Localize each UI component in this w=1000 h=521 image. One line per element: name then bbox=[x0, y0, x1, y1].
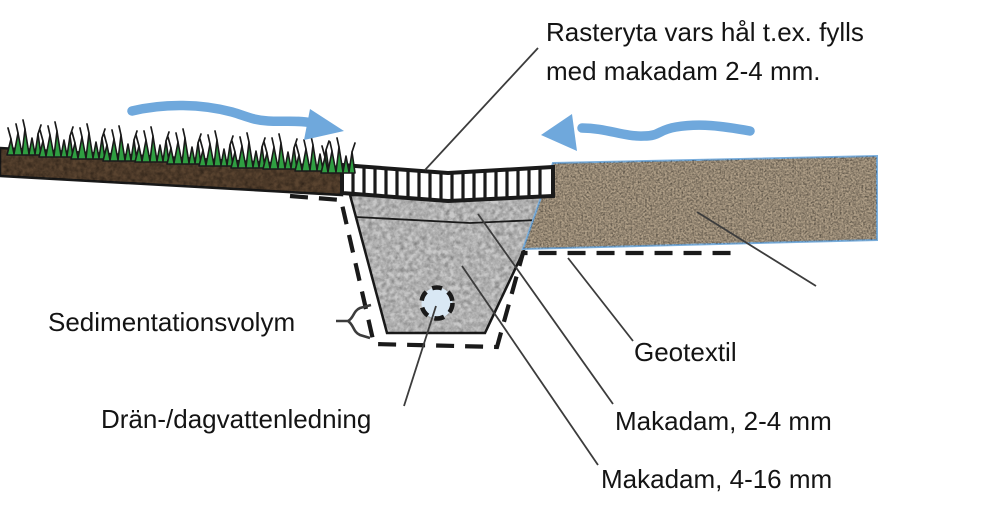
sedimentation-volume-label: Sedimentationsvolym bbox=[48, 307, 296, 337]
raster-surface-label-line2: med makadam 2-4 mm. bbox=[546, 56, 821, 86]
drain-pipe bbox=[419, 285, 455, 321]
leader-geotextile bbox=[567, 257, 634, 342]
leader-drain-pipe bbox=[403, 305, 437, 407]
leader-raster bbox=[424, 47, 539, 171]
flow-arrow-left-icon bbox=[127, 100, 344, 140]
makadam-fine-label: Makadam, 2-4 mm bbox=[615, 406, 832, 436]
leader-aggregate-band bbox=[696, 211, 817, 287]
makadam-coarse-label: Makadam, 4-16 mm bbox=[601, 464, 833, 494]
geotextile-label: Geotextil bbox=[634, 337, 737, 367]
raster-slat-dividers bbox=[351, 165, 542, 201]
flow-arrow-right-icon bbox=[541, 114, 755, 151]
trench-gravel bbox=[348, 193, 552, 335]
sedimentation-brace bbox=[336, 303, 372, 340]
geotextile-dashed-outline bbox=[289, 193, 740, 350]
leader-makadam-fine bbox=[477, 213, 614, 405]
raster-surface-label: Rasteryta vars hål t.ex. fylls med makad… bbox=[546, 13, 864, 91]
aggregate-band-texture bbox=[523, 156, 877, 249]
leader-lines bbox=[336, 47, 817, 466]
drain-pipe-label: Drän-/dagvattenledning bbox=[101, 404, 372, 434]
trench-gravel-texture bbox=[350, 195, 550, 333]
leader-makadam-coarse bbox=[461, 265, 599, 466]
raster-band bbox=[340, 162, 555, 204]
surface-aggregate-band bbox=[521, 154, 878, 251]
raster-grid-surface bbox=[340, 162, 555, 204]
gravel-layer-divider bbox=[355, 216, 539, 224]
raster-surface-label-line1: Rasteryta vars hål t.ex. fylls bbox=[546, 17, 864, 47]
